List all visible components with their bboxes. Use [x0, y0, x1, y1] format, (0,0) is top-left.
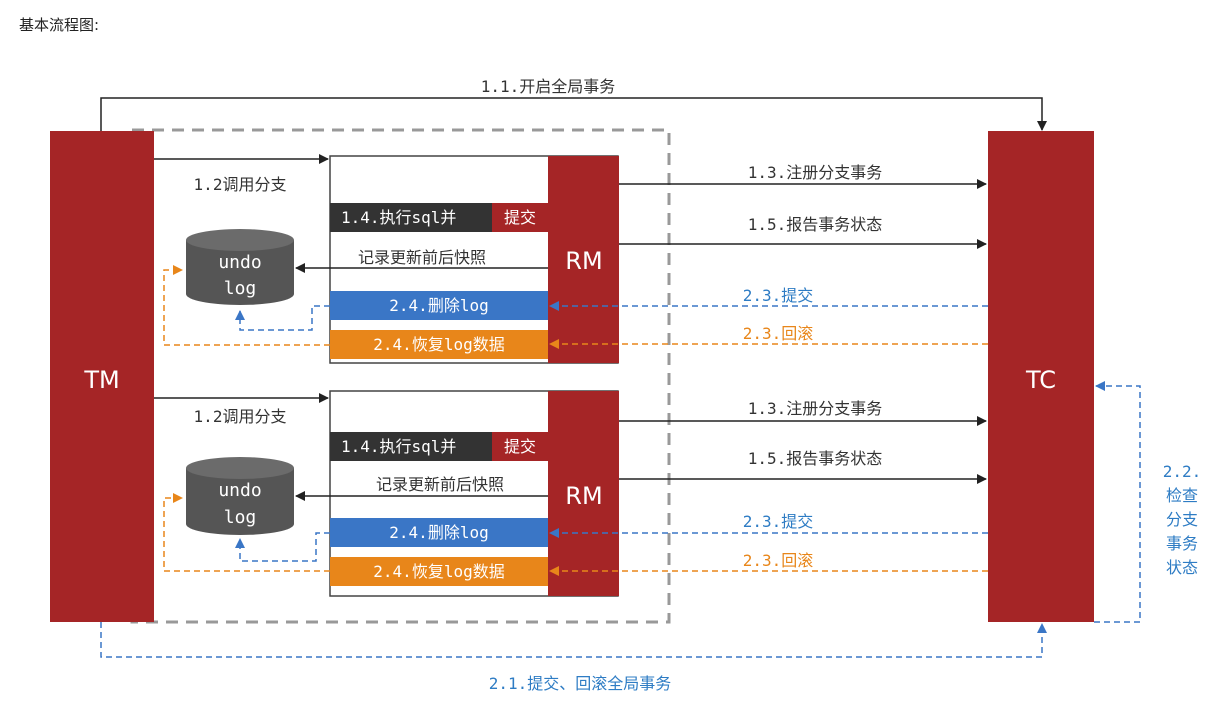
restore-log-label: 2.4.恢复log数据: [373, 562, 504, 581]
restore-log-bar: [330, 330, 548, 359]
svg-text:log: log: [224, 278, 257, 299]
rm-label: RM: [565, 247, 602, 275]
branch-upper: RM 1.2调用分支 1.4.执行sql并 提交 undo log 记录更新前后…: [154, 154, 988, 364]
exec-sql-commit-highlight: [492, 432, 548, 461]
svg-text:事务: 事务: [1166, 534, 1198, 553]
svg-text:undo: undo: [218, 480, 261, 501]
restore-log-to-db-arrow: [163, 493, 330, 572]
exec-sql-commit-label: 提交: [504, 208, 536, 227]
tm-label: TM: [83, 366, 119, 394]
report-status-label: 1.5.报告事务状态: [748, 449, 883, 468]
branch-lower: RM 1.2调用分支 1.4.执行sql并 提交 undo log 记录更新前后…: [154, 390, 988, 597]
svg-text:状态: 状态: [1166, 558, 1198, 577]
delete-log-bar: [330, 291, 548, 320]
record-snapshot-label: 记录更新前后快照: [376, 475, 504, 494]
record-snapshot-label: 记录更新前后快照: [358, 248, 486, 267]
exec-sql-commit-label: 提交: [504, 437, 536, 456]
commit-label: 2.3.提交: [743, 286, 814, 305]
commit-label: 2.3.提交: [743, 512, 814, 531]
call-branch-label: 1.2调用分支: [194, 407, 287, 426]
register-branch-label: 1.3.注册分支事务: [748, 163, 883, 182]
begin-global-arrow: [100, 97, 1047, 131]
delete-log-label: 2.4.删除log: [389, 523, 488, 542]
call-branch-label: 1.2调用分支: [194, 175, 287, 194]
delete-log-label: 2.4.删除log: [389, 296, 488, 315]
report-status-label: 1.5.报告事务状态: [748, 215, 883, 234]
global-commit-rollback-label: 2.1.提交、回滚全局事务: [489, 674, 672, 693]
exec-sql-label: 1.4.执行sql并: [341, 208, 456, 227]
rm-block: [548, 391, 619, 596]
rollback-label: 2.3.回滚: [743, 551, 814, 570]
restore-log-to-db-arrow: [163, 265, 330, 346]
svg-text:2.2.: 2.2.: [1163, 462, 1202, 481]
tm-block: [50, 131, 154, 622]
tc-block: [988, 131, 1094, 622]
global-commit-rollback-arrow: [100, 622, 1047, 658]
exec-sql-commit-highlight: [492, 203, 548, 232]
delete-log-to-db-arrow: [235, 305, 330, 331]
rm-label: RM: [565, 482, 602, 510]
delete-log-to-db-arrow: [235, 532, 330, 562]
delete-log-bar: [330, 518, 548, 547]
check-status-label: 2.2. 检查 分支 事务 状态: [1163, 462, 1202, 577]
register-branch-label: 1.3.注册分支事务: [748, 399, 883, 418]
svg-text:检查: 检查: [1166, 486, 1198, 505]
restore-log-bar: [330, 557, 548, 586]
begin-global-label: 1.1.开启全局事务: [481, 77, 616, 96]
svg-text:log: log: [224, 507, 257, 528]
rollback-label: 2.3.回滚: [743, 324, 814, 343]
page-caption: 基本流程图:: [19, 16, 100, 34]
svg-text:undo: undo: [218, 252, 261, 273]
check-status-arrow: [1094, 381, 1141, 623]
undo-log-db: undo log: [186, 457, 294, 535]
restore-log-label: 2.4.恢复log数据: [373, 335, 504, 354]
tc-label: TC: [1025, 366, 1056, 394]
rm-block: [548, 156, 619, 363]
exec-sql-label: 1.4.执行sql并: [341, 437, 456, 456]
undo-log-db: undo log: [186, 229, 294, 305]
svg-text:分支: 分支: [1166, 510, 1198, 529]
